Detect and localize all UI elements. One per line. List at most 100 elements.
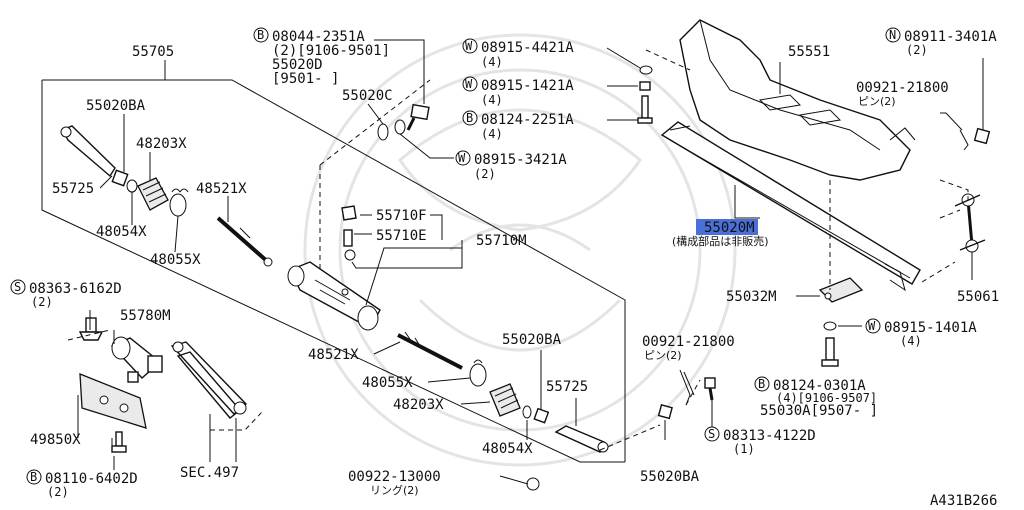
screw-08313[interactable] [704,377,716,401]
label-55780M: 55780M [120,308,171,324]
valve-55780M[interactable] [110,336,163,379]
pin-00921-top[interactable] [959,129,969,151]
label-48054X-mid: 48054X [482,441,533,457]
nut-55020BA-mid[interactable] [533,407,550,424]
nut-marker-08911 [885,27,901,43]
label-48203X-mid: 48203X [393,397,444,413]
label-48054X-top: 48054X [96,224,147,240]
marker-B-2251: B [466,111,473,125]
nut-55710-small[interactable] [344,249,356,261]
rod-48521X-mid[interactable] [397,331,463,370]
label-08044-code: 08044-2351A [272,29,365,45]
bolt-marker-08110 [26,469,42,485]
hose-sec497[interactable] [170,341,248,419]
link-rod-55725-mid[interactable] [554,425,609,453]
label-55020C: 55020C [342,88,393,104]
bolt-08363[interactable] [78,317,104,341]
washer-marker-4421 [462,38,478,54]
link-55061[interactable] [954,193,986,253]
label-08915-1421A-qty: (4) [481,93,503,107]
actuator-55710M[interactable] [287,261,381,331]
washer-marker-1401 [865,318,881,334]
label-48521X-top: 48521X [196,181,247,197]
label-08044-alt: 55020D [272,57,323,73]
label-55725-mid: 55725 [546,379,588,395]
boot-48203X-top[interactable] [137,177,169,211]
label-00921-mid-jp: ピン(2) [644,349,682,362]
washer-48054X-mid[interactable] [522,405,532,419]
label-00921-mid: 00921-21800 [642,334,735,350]
washer-48054X-top[interactable] [126,179,138,193]
marker-W-1421: W [465,77,473,91]
bolt-marker-08044 [253,27,269,43]
crossmember-55551[interactable] [679,19,916,181]
bolt-55710E[interactable] [343,229,353,247]
marker-W-1401: W [868,319,876,333]
label-08124-0301A-alt: 55030A[9507- ] [760,403,878,419]
bolt-08124-0301A[interactable] [821,337,839,367]
label-00921-top: 00921-21800 [856,80,949,96]
bracket-55032M[interactable] [818,277,864,303]
marker-W-3421: W [458,151,466,165]
label-08110-6402D: 08110-6402D [45,471,138,487]
nut-55020BA-top[interactable] [111,169,129,187]
label-08124-0301A-qty: (4)[9106-9507] [776,391,877,405]
nut-08911[interactable] [973,127,991,145]
bolt-08044[interactable] [406,103,430,131]
label-08044-alt-range: [9501- ] [272,71,339,87]
label-55725-top: 55725 [52,181,94,197]
marker-B-0301: B [758,377,765,391]
label-08313-4122D: 08313-4122D [723,428,816,444]
marker-S-08313: S [708,427,715,441]
label-08915-3421A-qty: (2) [474,167,496,181]
highlight-55020M [696,219,758,235]
label-55020M-note: (構成部品は非販売) [672,234,769,248]
label-00922-13000: 00922-13000 [348,469,441,485]
washer-marker-1421 [462,76,478,92]
washer-marker-3421 [455,150,471,166]
washer-08915-3421A[interactable] [394,119,406,135]
label-08915-3421A: 08915-3421A [474,152,567,168]
bolt-marker-2251 [462,110,478,126]
label-55551: 55551 [788,44,830,60]
bolt-55710F[interactable] [341,205,357,221]
label-48055X-top: 48055X [150,252,201,268]
washer-08915-1401A[interactable] [823,321,837,331]
bracket-49850X[interactable] [79,371,147,429]
boot-48203X-mid[interactable] [489,383,521,417]
label-08911-qty: (2) [906,43,928,57]
label-08044-qty: (2)[9106-9501] [272,43,390,59]
label-sec497: SEC.497 [180,465,239,481]
marker-W-4421: W [465,39,473,53]
washer-55020C[interactable] [377,123,389,141]
label-55705: 55705 [132,44,174,60]
label-48055X-mid: 48055X [362,375,413,391]
label-48203X-top: 48203X [136,136,187,152]
nut-55020BA-bot[interactable] [657,404,673,420]
screw-marker-08363 [10,279,26,295]
ring-00922[interactable] [526,477,540,491]
bolt-marker-0301 [754,376,770,392]
washer-08915-1421A[interactable] [639,81,651,91]
label-00922-jp: リング(2) [370,483,419,497]
marker-S-08363: S [14,280,21,294]
clip-48055X-top[interactable] [169,188,189,217]
clip-48055X-mid[interactable] [469,359,487,387]
bolt-08110[interactable] [111,431,127,453]
label-48521X-mid: 48521X [308,347,359,363]
label-55020BA-top: 55020BA [86,98,146,114]
washer-08915-4421A[interactable] [639,65,653,75]
support-plate-55020M[interactable] [660,121,921,292]
marker-B-08110: B [30,470,37,484]
rod-48521X-top[interactable] [216,216,273,267]
diagram-id: A431B266 [930,493,997,509]
label-08915-1401A: 08915-1401A [884,320,977,336]
pin-00921-mid[interactable] [679,369,695,406]
label-08124-0301A: 08124-0301A [773,378,866,394]
label-08124-2251A-qty: (4) [481,127,503,141]
label-08915-4421A: 08915-4421A [481,40,574,56]
label-00921-top-jp: ピン(2) [858,95,896,108]
link-rod-55725-top[interactable] [60,125,116,178]
bolt-08124-2251A[interactable] [637,95,653,124]
